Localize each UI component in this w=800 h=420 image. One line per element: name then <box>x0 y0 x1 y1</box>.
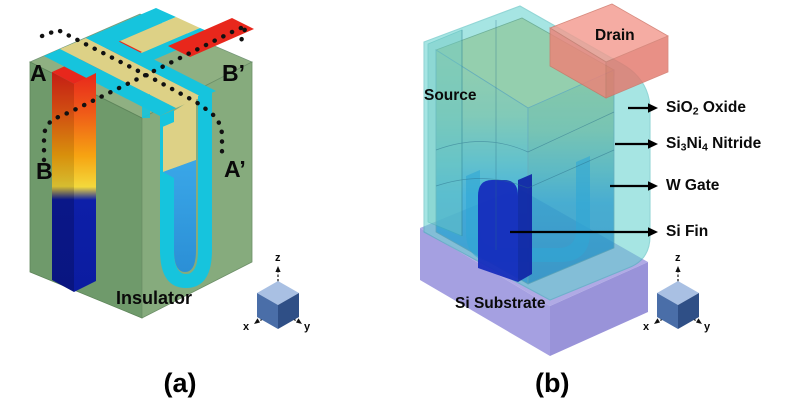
trench-right-face <box>160 90 212 288</box>
callout-arrows <box>510 106 652 234</box>
cut-line-a-aprime <box>39 27 225 161</box>
axis-label-y-b: y <box>704 321 711 333</box>
callout-label-si3ni4-nitride: Si3Ni4 Nitride <box>666 135 761 153</box>
si-fin <box>478 174 532 282</box>
gate-front-edge <box>142 94 150 118</box>
callout-sio2-post: Oxide <box>698 99 746 116</box>
axis-label-x-b: x <box>643 321 650 333</box>
callout-nitride-pre: Si <box>666 135 681 152</box>
label-source: Source <box>424 87 477 104</box>
fin-gradient-front <box>52 72 96 292</box>
callout-label-sio2-oxide: SiO2 Oxide <box>666 99 746 117</box>
panel-a-caption: (a) <box>163 368 197 398</box>
contact-right <box>168 18 254 57</box>
cut-line-b-bprime <box>41 22 250 163</box>
label-cut-b: B <box>36 158 53 184</box>
source-block <box>427 29 463 237</box>
panel-b: Source Drain Si Substrate SiO2 Oxide Si3… <box>400 0 800 420</box>
label-cut-b-prime: B’ <box>222 60 245 86</box>
panel-b-scene <box>420 3 669 356</box>
callout-nitride-sub2: 4 <box>702 141 708 154</box>
label-si-substrate: Si Substrate <box>455 295 546 312</box>
callout-label-w-gate: W Gate <box>666 177 720 194</box>
axis-label-x-a: x <box>243 321 250 333</box>
label-insulator: Insulator <box>116 288 193 308</box>
axis-label-y-a: y <box>304 321 311 333</box>
contour-lines <box>435 20 615 250</box>
drain-block <box>549 3 669 99</box>
callout-arrowheads <box>648 103 658 237</box>
label-cut-a: A <box>30 60 47 86</box>
panel-b-caption: (b) <box>535 368 570 398</box>
axis-label-z-b: z <box>675 252 681 264</box>
callout-nitride-sub1: 3 <box>680 141 687 154</box>
callout-nitride-post: Nitride <box>707 135 762 152</box>
callout-nitride-mid: Ni <box>686 135 703 152</box>
axis-label-z-a: z <box>275 252 281 264</box>
callout-label-si-fin: Si Fin <box>666 223 709 240</box>
panel-a: A B’ B A’ Insulator z x y (a) <box>29 8 311 398</box>
label-drain: Drain <box>595 27 635 44</box>
label-cut-a-prime: A’ <box>224 156 246 182</box>
callout-sio2-sub: 2 <box>692 105 699 118</box>
callout-sio2-pre: SiO <box>666 99 693 116</box>
panel-a-scene <box>29 8 254 319</box>
